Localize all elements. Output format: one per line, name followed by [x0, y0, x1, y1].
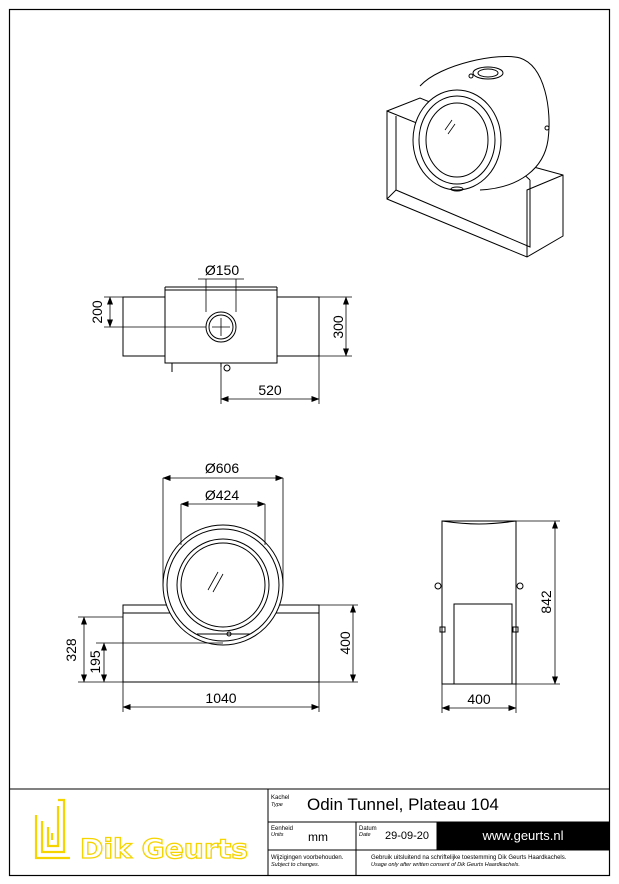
dim-side-height-842: 842 [538, 590, 554, 614]
dik-geurts-logo [34, 798, 70, 860]
website: www.geurts.nl [482, 828, 564, 843]
disclaimer-nl: Wijzigingen voorbehouden. [271, 855, 344, 861]
units-label: Eenheid [271, 826, 293, 832]
side-view-dimensions [441, 520, 560, 713]
dim-front-height-400: 400 [337, 631, 353, 655]
dim-side-width-400: 400 [467, 691, 491, 707]
front-view [122, 524, 320, 683]
dim-front-glass-diameter: Ø424 [205, 487, 239, 503]
date-label-en: Date [359, 832, 371, 838]
date-label: Datum [359, 826, 377, 832]
dim-front-height-195: 195 [87, 650, 103, 674]
sheet-border [8, 8, 611, 877]
usage-en: Usage only after written consent of Dik … [371, 862, 520, 868]
isometric-view [386, 55, 564, 258]
date-value: 29-09-20 [385, 830, 429, 842]
dim-top-width-520: 520 [258, 382, 282, 398]
drawing-title: Odin Tunnel, Plateau 104 [307, 795, 499, 814]
top-view [122, 286, 320, 372]
top-view-dimensions [104, 278, 352, 404]
disclaimer-en: Subject to changes. [271, 862, 319, 868]
units-label-en: Units [271, 832, 284, 838]
dim-front-height-328: 328 [63, 638, 79, 662]
side-view [434, 520, 524, 685]
type-label-en: Type [271, 802, 283, 808]
dim-top-depth-300: 300 [330, 315, 346, 339]
dim-top-depth-200: 200 [89, 300, 105, 324]
usage-nl: Gebruik uitsluitend na schriftelijke toe… [371, 855, 567, 861]
dim-top-pipe-diameter: Ø150 [205, 262, 239, 278]
dim-front-outer-diameter: Ø606 [205, 460, 239, 476]
dim-front-width-1040: 1040 [205, 690, 236, 706]
front-view-dimensions [78, 475, 358, 712]
type-label: Kachel [271, 795, 289, 801]
logo-text: Dik Geurts [80, 834, 248, 865]
website-bar [437, 822, 610, 850]
units-value: mm [308, 830, 328, 844]
